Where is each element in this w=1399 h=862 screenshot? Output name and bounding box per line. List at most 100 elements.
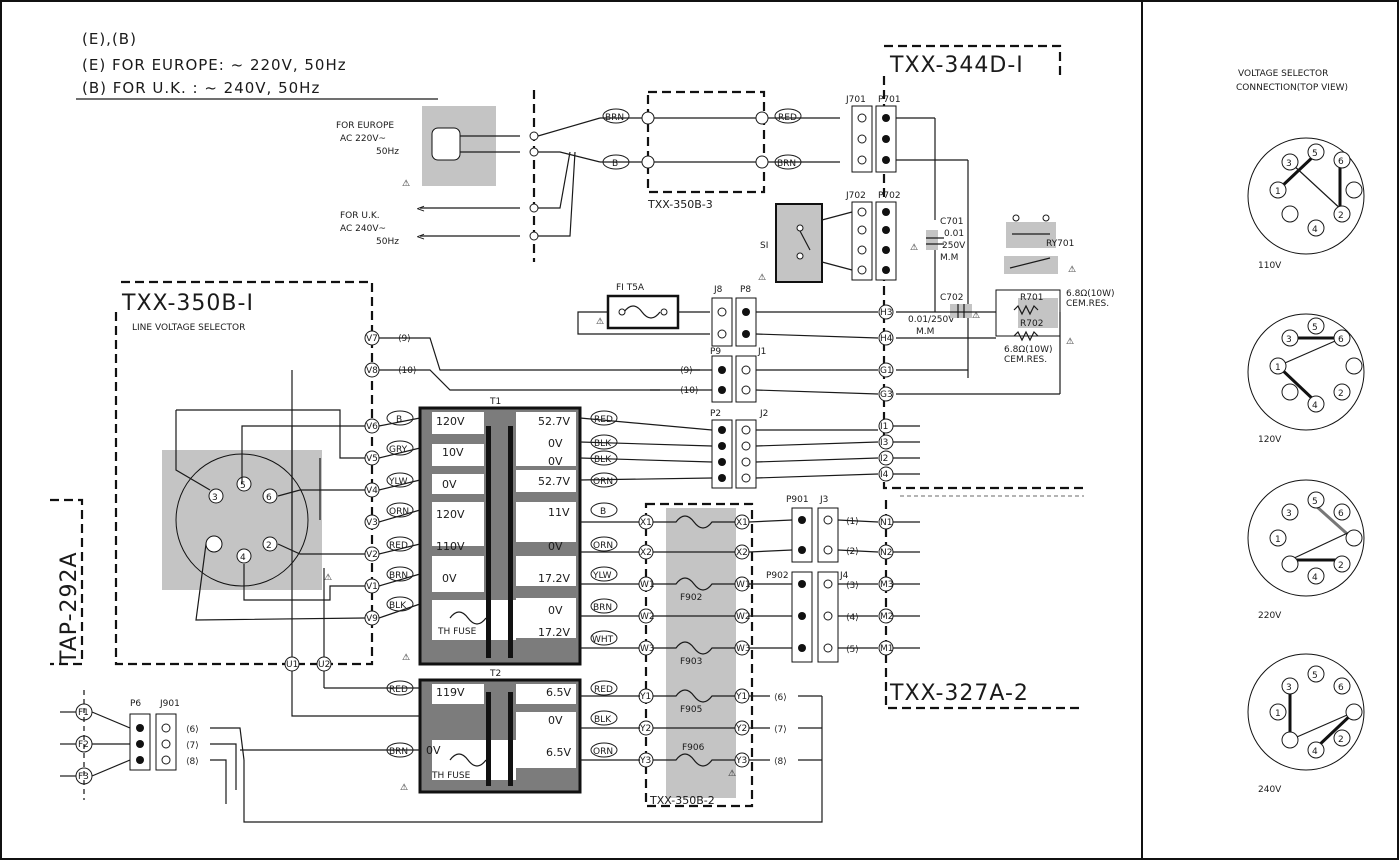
svg-text:V5: V5 (366, 454, 378, 464)
svg-text:⟨9⟩: ⟨9⟩ (680, 366, 693, 376)
svg-text:6: 6 (266, 493, 272, 503)
svg-text:6: 6 (1338, 683, 1344, 693)
svg-text:X1: X1 (736, 518, 748, 528)
selector-diagram-220v: 3 5 6 1 2 4 (1247, 479, 1365, 597)
t1-tap: 120V (436, 415, 465, 428)
warning-icon: ⚠ (400, 783, 408, 793)
part-label: FI T5A (616, 283, 645, 293)
svg-text:W1: W1 (640, 580, 655, 590)
svg-text:2: 2 (1338, 735, 1344, 745)
svg-text:H3: H3 (880, 308, 893, 318)
svg-text:Y1: Y1 (735, 692, 747, 702)
wire-badge-text: BRN (593, 603, 612, 613)
svg-text:4: 4 (1312, 225, 1318, 235)
svg-text:4: 4 (1312, 747, 1318, 757)
wire-badge-text: GRY (389, 445, 408, 455)
connector-label: P702 (878, 191, 901, 201)
board-tap292a-label: TAP-292A (57, 551, 82, 665)
part-label: C702 (940, 293, 963, 303)
part-label: T1 (489, 397, 501, 407)
connector-label: J901 (159, 699, 180, 709)
t2-tap: 0V (426, 744, 441, 757)
connector-label: P901 (786, 495, 809, 505)
connector-j701-p701: J701 P701 (845, 95, 968, 220)
note-line-3: (B) FOR U.K. : ~ 240V, 50Hz (82, 79, 320, 97)
svg-text:⟨7⟩: ⟨7⟩ (186, 741, 199, 751)
svg-text:W2: W2 (640, 612, 655, 622)
wire-badge-text: RED (594, 685, 613, 695)
board-txx350b2: TXX-350B-2 X1 X2 W1 W2 W3 Y1 Y2 Y3 X1 X2… (638, 502, 754, 808)
svg-text:V7: V7 (366, 334, 378, 344)
board-txx350b1-label: TXX-350B-I (121, 291, 254, 316)
wire-badge-red (774, 108, 802, 124)
svg-text:W3: W3 (736, 644, 751, 654)
svg-text:H4: H4 (880, 334, 893, 344)
junction-u1-u2: U1 U2 (284, 426, 420, 717)
th-fuse-label: TH FUSE (431, 771, 471, 781)
voltage-selector-panel: VOLTAGE SELECTOR CONNECTION(TOP VIEW) 3 … (1236, 69, 1365, 795)
part-value: 0.01 (944, 229, 964, 239)
connector-j702-p702: J702 P702 (821, 191, 901, 281)
svg-text:V1: V1 (366, 582, 378, 592)
t1-tap: 0V (548, 455, 563, 468)
svg-text:5: 5 (1312, 671, 1318, 681)
wire-badge-text: BLK (594, 455, 612, 465)
part-label: C701 (940, 217, 963, 227)
svg-text:⟨8⟩: ⟨8⟩ (774, 757, 787, 767)
svg-text:<: < (416, 230, 425, 243)
svg-text:1: 1 (1275, 709, 1281, 719)
svg-text:3: 3 (1286, 159, 1292, 169)
selector-diagram-120v: 3 5 6 1 2 4 (1247, 313, 1365, 431)
selector-label-240v: 240V (1258, 785, 1282, 795)
svg-text:I4: I4 (880, 470, 889, 480)
svg-text:Y2: Y2 (735, 724, 747, 734)
connector-p6-j901: P6 J901 ⟨6⟩⟨7⟩⟨8⟩ (129, 699, 245, 804)
svg-text:⟨3⟩: ⟨3⟩ (846, 581, 859, 591)
transformer-t2: T2 119V 0V 6.5V 0V 6.5V TH FUSE ⚠ RED BR… (240, 669, 823, 823)
part-value: CEM.RES. (1004, 355, 1047, 365)
connector-label: J701 (845, 95, 866, 105)
wire-badge-text: BRN (777, 159, 796, 169)
svg-text:<: < (416, 202, 425, 215)
connector-label: J702 (845, 191, 866, 201)
svg-text:⟨10⟩: ⟨10⟩ (398, 366, 416, 376)
resistors-r701-r702: R701 R702 6.8Ω(10W) CEM.RES. 6.8Ω(10W) C… (896, 289, 1115, 395)
board-txx350b1: TXX-350B-I LINE VOLTAGE SELECTOR 3 5 6 4… (114, 280, 700, 666)
svg-text:1: 1 (1275, 535, 1281, 545)
transformer-t1: T1 120V 10V 0V 120V 110V 0V 52.7V 0V 0V … (402, 397, 582, 666)
svg-text:5: 5 (1312, 149, 1318, 159)
svg-text:G3: G3 (880, 390, 893, 400)
svg-text:⟨6⟩: ⟨6⟩ (774, 693, 787, 703)
svg-text:2: 2 (1338, 561, 1344, 571)
t2-tap: 119V (436, 686, 465, 699)
part-value: 0.01/250V (908, 315, 955, 325)
board-txx327a: TXX-327A-2 N1 N2 M3 M2 M1 (878, 495, 1084, 710)
connector-label: J2 (759, 409, 768, 419)
t1-tap: 0V (442, 572, 457, 585)
svg-text:Y1: Y1 (639, 692, 651, 702)
warning-icon: ⚠ (1068, 265, 1076, 275)
svg-text:⟨4⟩: ⟨4⟩ (846, 613, 859, 623)
t2-tap: 6.5V (546, 746, 571, 759)
svg-text:5: 5 (1312, 323, 1318, 333)
svg-text:⟨9⟩: ⟨9⟩ (398, 334, 411, 344)
wire-badge-text: YLW (592, 571, 612, 581)
board-txx350b3-label: TXX-350B-3 (647, 198, 713, 211)
svg-text:V8: V8 (366, 366, 378, 376)
wire-badge-text: BLK (389, 601, 407, 611)
svg-text:4: 4 (1312, 401, 1318, 411)
t1-tap: 52.7V (538, 415, 570, 428)
connector-label: P902 (766, 571, 789, 581)
svg-text:I3: I3 (880, 438, 888, 448)
connector-label: P9 (710, 347, 721, 357)
part-label: R701 (1020, 293, 1043, 303)
connector-label: P8 (740, 285, 751, 295)
svg-text:W2: W2 (736, 612, 751, 622)
wire-badge-text: BLK (594, 715, 612, 725)
panel-title-line-2: CONNECTION(TOP VIEW) (1236, 83, 1348, 93)
svg-text:F3: F3 (78, 772, 89, 782)
board-txx350b3: TXX-350B-3 BRN B RED BRN (600, 90, 840, 211)
svg-text:2: 2 (1338, 389, 1344, 399)
wire-badge-text: YLW (388, 477, 408, 487)
